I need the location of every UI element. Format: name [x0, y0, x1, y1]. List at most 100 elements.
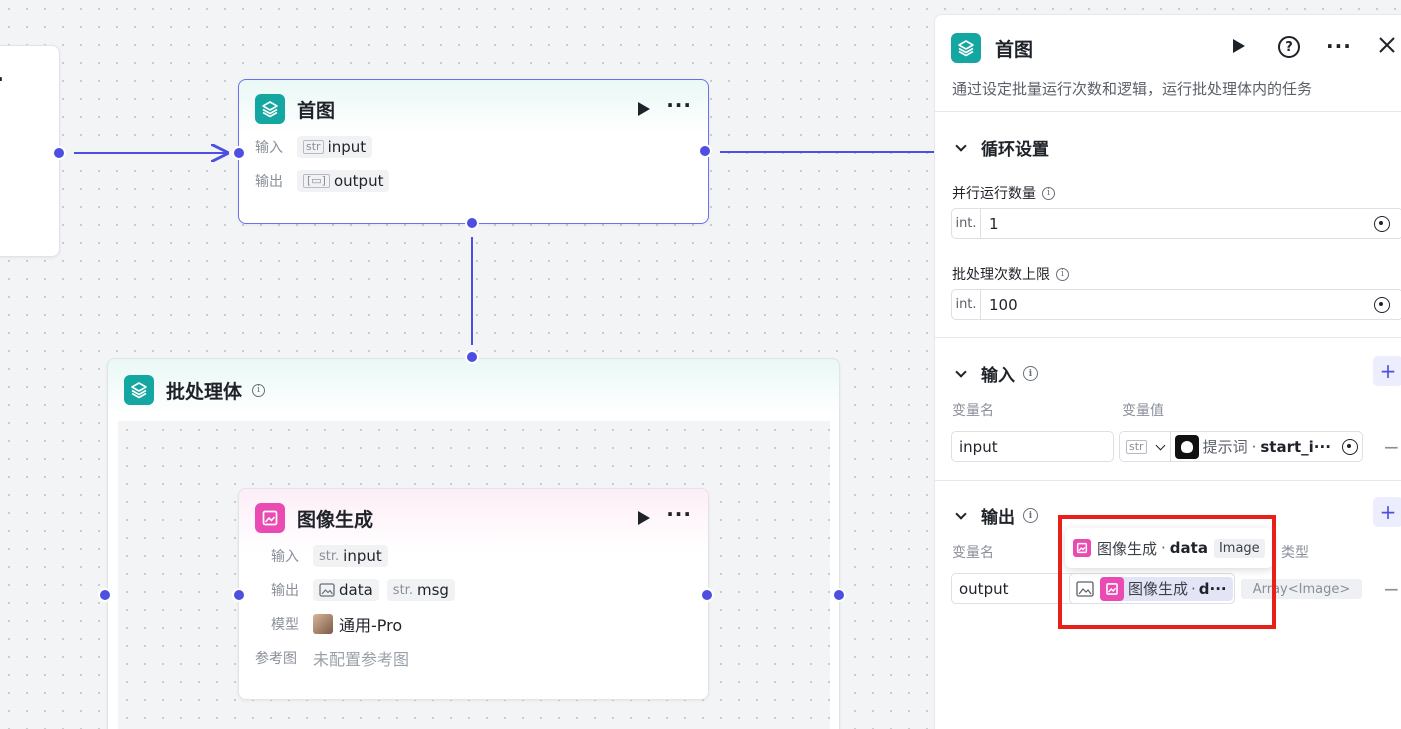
left-node[interactable]: ··· [0, 45, 60, 257]
image-gen-input-tag: str. input [313, 545, 388, 567]
info-icon[interactable]: i [1056, 267, 1069, 281]
str-type-icon: str. [319, 548, 340, 564]
image-gen-output-port[interactable] [700, 588, 714, 602]
image-gen-more-button[interactable]: ··· [666, 502, 692, 526]
parallel-count-value: 1 [989, 214, 999, 233]
output-ref-var: d··· [1198, 579, 1227, 598]
image-gen-output-label: 输出 [271, 583, 299, 599]
input-var-name-field[interactable]: input [951, 431, 1114, 462]
output-section-header[interactable]: 输出 i [955, 503, 1038, 528]
info-icon[interactable]: i [1023, 366, 1038, 381]
type-selector[interactable]: str [1120, 432, 1171, 461]
batch-container-title: 批处理体 [166, 380, 243, 403]
input-col-value: 变量值 [1122, 403, 1164, 419]
output-col-name: 变量名 [952, 545, 994, 561]
separator: · [1161, 539, 1166, 557]
batch-inner-start-port[interactable] [98, 588, 112, 602]
help-icon[interactable]: ? [1278, 36, 1300, 58]
loop-node-output-var: output [333, 172, 384, 190]
info-icon[interactable]: i [252, 383, 266, 397]
str-type-icon: str [303, 140, 324, 154]
left-node-output-port[interactable] [52, 146, 66, 160]
layers-icon [255, 94, 285, 124]
panel-run-button[interactable] [1233, 39, 1245, 53]
info-icon[interactable]: i [1042, 186, 1055, 200]
chevron-down-icon [955, 507, 967, 520]
loop-node-output-tag: [▭] output [297, 170, 390, 192]
variable-picker-icon[interactable] [1374, 296, 1390, 313]
image-gen-icon [255, 503, 285, 533]
image-gen-node-title: 图像生成 [297, 508, 374, 531]
loop-node-output-port[interactable] [698, 144, 712, 158]
prompt-source-icon [1174, 434, 1199, 459]
chevron-down-icon [955, 139, 967, 152]
left-node-more-button[interactable]: ··· [0, 69, 5, 92]
image-gen-output-msg-tag: str. msg [386, 579, 455, 601]
array-type-icon: [▭] [303, 174, 330, 188]
parallel-count-input[interactable]: int. 1 [951, 208, 1401, 239]
input-section-header[interactable]: 输入 i [955, 361, 1038, 386]
loop-node-batch-port[interactable] [465, 216, 479, 230]
image-gen-icon [1100, 576, 1124, 601]
image-gen-icon [1073, 539, 1091, 557]
batch-container-top-port[interactable] [465, 350, 479, 364]
model-avatar [313, 614, 333, 634]
remove-input-button[interactable]: − [1383, 435, 1400, 459]
loop-node-more-button[interactable]: ··· [666, 93, 692, 117]
image-gen-model-label: 模型 [271, 617, 299, 633]
dropdown-source: 图像生成 [1097, 539, 1158, 558]
str-type-icon: str [1126, 439, 1147, 454]
image-gen-node[interactable]: 图像生成 ··· 输入 str. input 输出 data str. msg … [238, 488, 709, 700]
separator: · [1191, 579, 1196, 598]
layers-icon [951, 33, 981, 63]
variable-suggestion-dropdown[interactable]: 图像生成 · data Image [1065, 528, 1273, 568]
variable-picker-icon[interactable] [1374, 215, 1390, 232]
batch-limit-input[interactable]: int. 100 [951, 289, 1401, 320]
input-col-name: 变量名 [952, 403, 994, 419]
layers-icon [124, 375, 154, 405]
loop-node-run-button[interactable] [638, 102, 651, 116]
loop-node[interactable]: 首图 ··· 输入 str input 输出 [▭] output [238, 79, 709, 224]
image-gen-output-var-data: data [339, 581, 373, 599]
int-type-prefix: int. [952, 209, 981, 238]
batch-limit-value: 100 [989, 295, 1018, 314]
input-var-value-field[interactable]: str 提示词 · start_i··· [1119, 431, 1363, 462]
add-input-button[interactable]: + [1373, 356, 1401, 386]
output-var-value-field[interactable]: 图像生成 · d··· [1069, 573, 1235, 604]
loop-node-input-port[interactable] [232, 146, 246, 160]
remove-output-button[interactable]: − [1383, 577, 1400, 601]
batch-inner-end-port[interactable] [832, 588, 846, 602]
chevron-down-icon [1155, 440, 1166, 450]
image-gen-ref-label: 参考图 [255, 651, 297, 667]
loop-settings-header[interactable]: 循环设置 [955, 135, 1049, 160]
image-gen-model-value[interactable]: 通用-Pro [339, 616, 403, 635]
output-col-type: 类型 [1281, 545, 1309, 561]
image-gen-input-var: input [343, 547, 382, 565]
info-icon[interactable]: i [1023, 508, 1038, 523]
image-gen-ref-value: 未配置参考图 [313, 650, 410, 669]
chevron-down-icon [955, 365, 967, 378]
highlight-annotation-box [1058, 515, 1276, 629]
panel-title[interactable]: 首图 [995, 38, 1034, 61]
variable-picker-icon[interactable] [1342, 438, 1358, 455]
output-ref-chip[interactable]: 图像生成 · d··· [1100, 576, 1233, 601]
image-gen-input-port[interactable] [232, 588, 246, 602]
panel-more-button[interactable]: ··· [1326, 34, 1352, 58]
separator: · [1251, 437, 1257, 456]
add-output-button[interactable]: + [1373, 497, 1401, 527]
loop-node-output-label: 输出 [255, 174, 283, 190]
panel-description: 通过设定批量运行次数和逻辑，运行批处理体内的任务 [952, 80, 1313, 98]
image-gen-run-button[interactable] [638, 511, 651, 525]
loop-node-input-label: 输入 [255, 140, 283, 156]
dropdown-type-badge: Image [1213, 538, 1265, 558]
input-ref-var: start_i··· [1260, 437, 1331, 456]
input-section-title: 输入 [981, 366, 1015, 386]
input-ref-source: 提示词 [1202, 438, 1248, 456]
image-gen-output-var-msg: msg [416, 581, 449, 599]
image-gen-output-data-tag: data [313, 579, 379, 601]
loop-node-input-var: input [327, 138, 367, 156]
loop-node-input-tag: str input [297, 136, 373, 158]
close-icon[interactable] [1377, 35, 1397, 57]
